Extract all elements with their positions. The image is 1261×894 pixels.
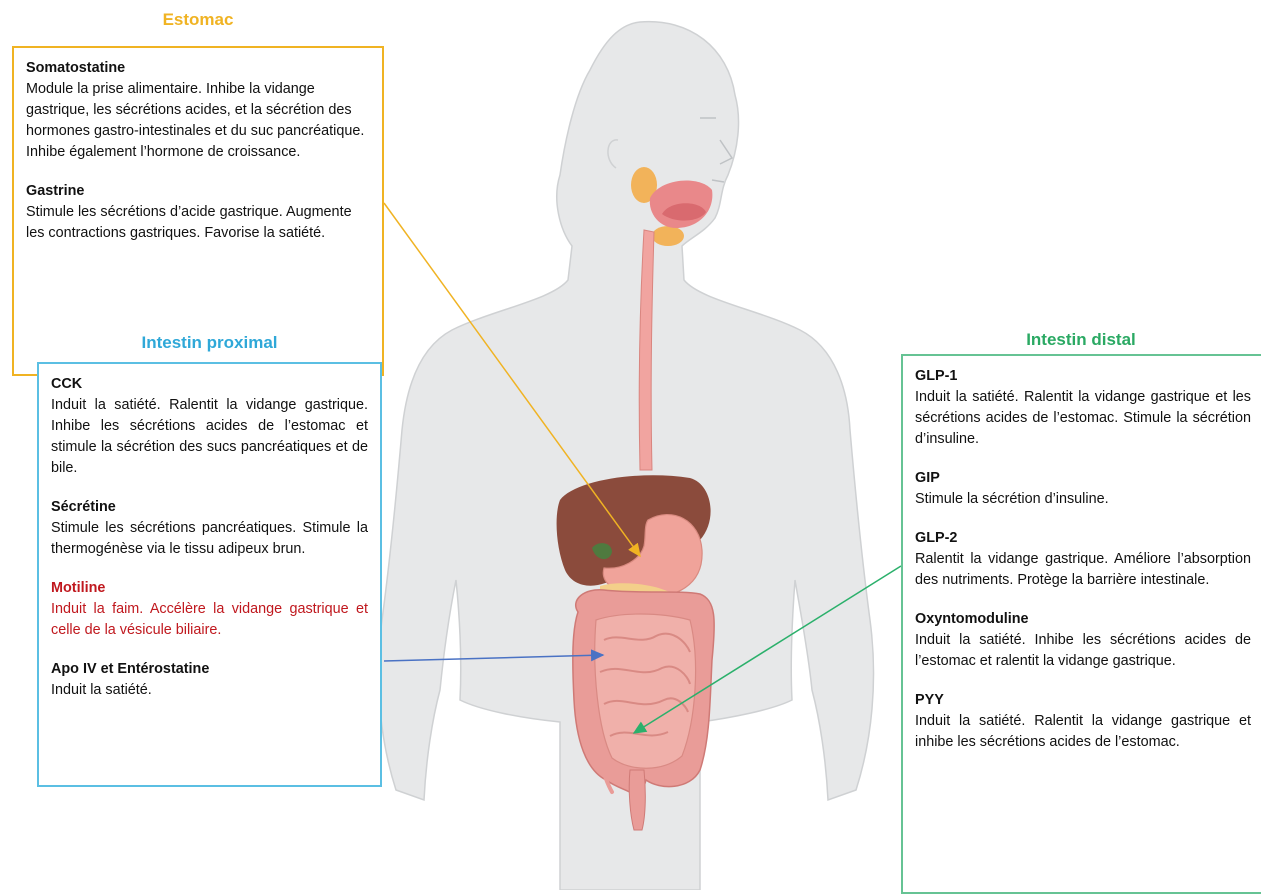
- intestin-distal-title: Intestin distal: [901, 330, 1261, 350]
- hormone-description: Stimule la sécrétion d’insuline.: [915, 489, 1251, 510]
- hormone-name: Somatostatine: [26, 58, 370, 79]
- hormone-name: Motiline: [51, 578, 368, 599]
- intestin-proximal-title: Intestin proximal: [37, 333, 382, 353]
- hormone-name: GLP-1: [915, 366, 1251, 387]
- hormone-entry: Sécrétine Stimule les sécrétions pancréa…: [51, 497, 368, 560]
- salivary-gland-lower: [652, 226, 684, 246]
- hormone-name: CCK: [51, 374, 368, 395]
- hormone-description: Module la prise alimentaire. Inhibe la v…: [26, 79, 370, 163]
- hormone-entry: CCK Induit la satiété. Ralentit la vidan…: [51, 374, 368, 479]
- hormone-description: Stimule les sécrétions pancréatiques. St…: [51, 518, 368, 560]
- rectum: [629, 770, 645, 830]
- hormone-name: Oxyntomoduline: [915, 609, 1251, 630]
- hormone-description: Ralentit la vidange gastrique. Améliore …: [915, 549, 1251, 591]
- hormone-description: Stimule les sécrétions d’acide gastrique…: [26, 202, 370, 244]
- hormone-name: GIP: [915, 468, 1251, 489]
- hormone-description: Induit la faim. Accélère la vidange gast…: [51, 599, 368, 641]
- hormone-entry: Somatostatine Module la prise alimentair…: [26, 58, 370, 163]
- hormone-name: Sécrétine: [51, 497, 368, 518]
- hormone-entry: Oxyntomoduline Induit la satiété. Inhibe…: [915, 609, 1251, 672]
- hormone-entry: Apo IV et Entérostatine Induit la satiét…: [51, 659, 368, 701]
- hormone-entry-motiline: Motiline Induit la faim. Accélère la vid…: [51, 578, 368, 641]
- hormone-description: Induit la satiété. Ralentit la vidange g…: [915, 711, 1251, 753]
- hormone-description: Induit la satiété. Ralentit la vidange g…: [51, 395, 368, 479]
- hormone-name: Apo IV et Entérostatine: [51, 659, 368, 680]
- hormone-entry: Gastrine Stimule les sécrétions d’acide …: [26, 181, 370, 244]
- hormone-entry: GLP-2 Ralentit la vidange gastrique. Amé…: [915, 528, 1251, 591]
- estomac-title: Estomac: [12, 10, 384, 30]
- hormone-entry: GIP Stimule la sécrétion d’insuline.: [915, 468, 1251, 510]
- hormone-entry: PYY Induit la satiété. Ralentit la vidan…: [915, 690, 1251, 753]
- intestin-proximal-box: CCK Induit la satiété. Ralentit la vidan…: [37, 362, 382, 787]
- estomac-box: Somatostatine Module la prise alimentair…: [12, 46, 384, 376]
- hormone-name: GLP-2: [915, 528, 1251, 549]
- intestin-distal-box: GLP-1 Induit la satiété. Ralentit la vid…: [901, 354, 1261, 894]
- hormone-description: Induit la satiété. Inhibe les sécrétions…: [915, 630, 1251, 672]
- hormone-description: Induit la satiété. Ralentit la vidange g…: [915, 387, 1251, 450]
- hormone-name: PYY: [915, 690, 1251, 711]
- hormone-description: Induit la satiété.: [51, 680, 368, 701]
- hormone-entry: GLP-1 Induit la satiété. Ralentit la vid…: [915, 366, 1251, 450]
- hormone-name: Gastrine: [26, 181, 370, 202]
